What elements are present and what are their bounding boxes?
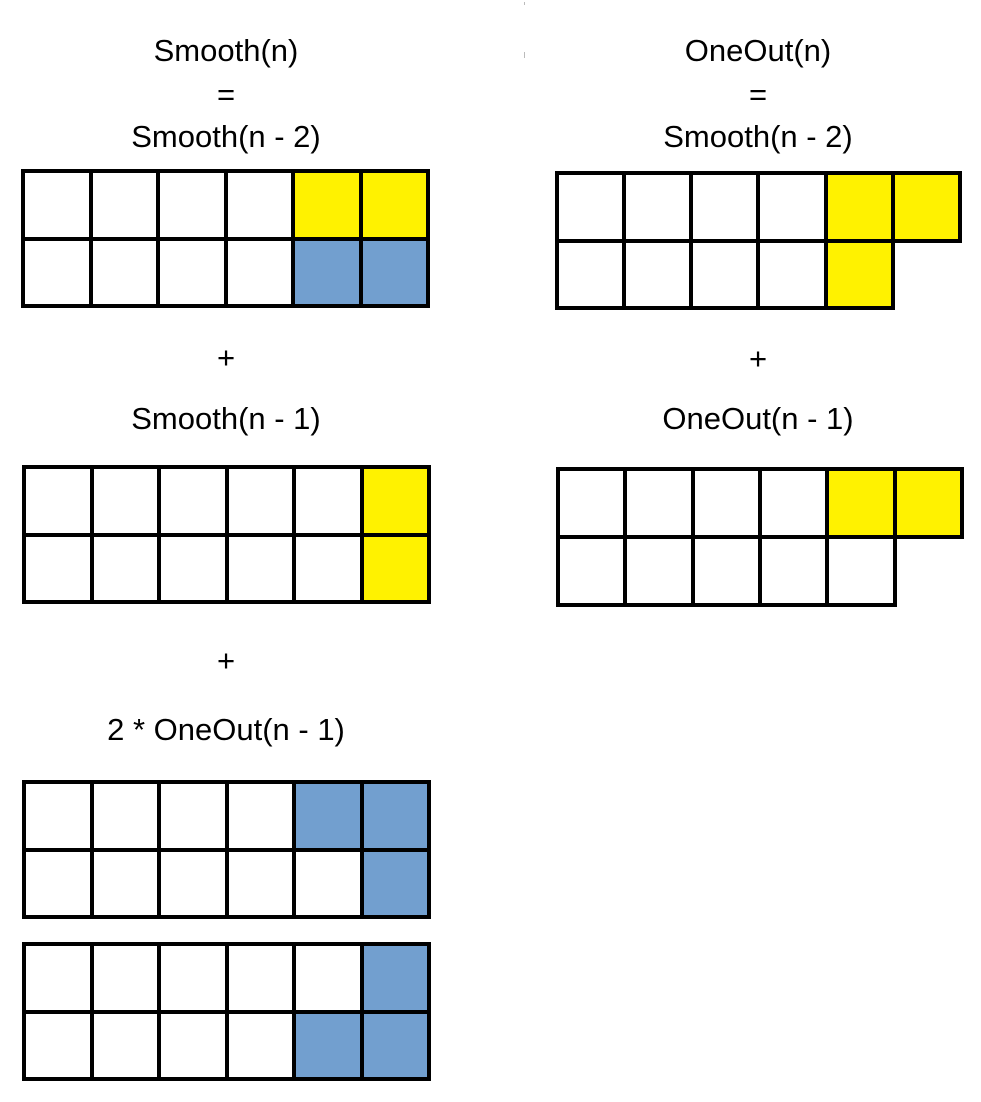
white-cell (622, 238, 694, 310)
white-cell (24, 467, 92, 535)
white-cell (91, 534, 159, 602)
smooth-n-title: Smooth(n) (153, 33, 299, 68)
white-cell (556, 535, 628, 607)
right-term-smooth-n-minus-2: Smooth(n - 2) (663, 119, 853, 154)
white-cell (689, 238, 761, 310)
yellow-cell (361, 467, 429, 535)
right-plus-sign: + (748, 341, 768, 376)
white-cell (225, 171, 293, 239)
left-term-smooth-n-minus-2: Smooth(n - 2) (131, 119, 321, 154)
white-cell (159, 944, 227, 1012)
yellow-cell (892, 467, 964, 539)
blue-cell (361, 1011, 429, 1079)
oneout-n-title: OneOut(n) (684, 33, 832, 68)
blue-cell (293, 238, 361, 306)
white-cell (689, 171, 761, 243)
white-cell (294, 944, 362, 1012)
missing-cell (893, 535, 964, 607)
white-cell (555, 171, 627, 243)
yellow-cell (825, 467, 897, 539)
white-cell (24, 944, 92, 1012)
blue-cell (294, 1011, 362, 1079)
white-cell (758, 535, 830, 607)
white-cell (226, 467, 294, 535)
white-cell (825, 535, 897, 607)
left-plus-sign-1: + (216, 340, 236, 375)
left-term-2-oneout-n-minus-1: 2 * OneOut(n - 1) (107, 712, 345, 747)
white-cell (690, 467, 762, 539)
white-cell (23, 238, 91, 306)
yellow-cell (823, 238, 895, 310)
tiling-grid-right-2 (556, 467, 964, 607)
white-cell (91, 944, 159, 1012)
white-cell (159, 782, 227, 850)
white-cell (90, 238, 158, 306)
right-term-oneout-n-minus-1: OneOut(n - 1) (662, 401, 854, 436)
tiling-grid-right-1 (555, 171, 962, 310)
white-cell (91, 782, 159, 850)
white-cell (159, 534, 227, 602)
white-cell (226, 534, 294, 602)
white-cell (226, 944, 294, 1012)
white-cell (294, 467, 362, 535)
white-cell (756, 238, 828, 310)
left-plus-sign-2: + (216, 643, 236, 678)
white-cell (556, 467, 628, 539)
white-cell (758, 467, 830, 539)
white-cell (226, 849, 294, 917)
white-cell (24, 849, 92, 917)
white-cell (555, 238, 627, 310)
white-cell (226, 1011, 294, 1079)
white-cell (690, 535, 762, 607)
white-cell (225, 238, 293, 306)
white-cell (294, 534, 362, 602)
white-cell (623, 535, 695, 607)
white-cell (159, 467, 227, 535)
tiling-grid-left-3 (24, 782, 429, 917)
white-cell (158, 171, 226, 239)
white-cell (294, 849, 362, 917)
blue-cell (361, 849, 429, 917)
left-equals-sign: = (216, 77, 236, 112)
white-cell (756, 171, 828, 243)
left-term-smooth-n-minus-1: Smooth(n - 1) (131, 401, 321, 436)
blue-cell (361, 944, 429, 1012)
white-cell (159, 1011, 227, 1079)
tiling-grid-left-1 (23, 171, 428, 306)
white-cell (158, 238, 226, 306)
white-cell (91, 467, 159, 535)
white-cell (24, 782, 92, 850)
yellow-cell (360, 171, 428, 239)
tiling-grid-left-2 (24, 467, 429, 602)
white-cell (24, 534, 92, 602)
blue-cell (294, 782, 362, 850)
white-cell (623, 467, 695, 539)
yellow-cell (890, 171, 962, 243)
white-cell (90, 171, 158, 239)
white-cell (24, 1011, 92, 1079)
missing-cell (891, 239, 962, 311)
yellow-cell (823, 171, 895, 243)
white-cell (226, 782, 294, 850)
yellow-cell (293, 171, 361, 239)
tiling-grid-left-4 (24, 944, 429, 1079)
right-equals-sign: = (748, 77, 768, 112)
blue-cell (361, 782, 429, 850)
white-cell (622, 171, 694, 243)
blue-cell (360, 238, 428, 306)
white-cell (159, 849, 227, 917)
artifact-mark-2 (524, 52, 525, 58)
white-cell (23, 171, 91, 239)
artifact-mark-1 (524, 2, 525, 5)
white-cell (91, 1011, 159, 1079)
white-cell (91, 849, 159, 917)
yellow-cell (361, 534, 429, 602)
